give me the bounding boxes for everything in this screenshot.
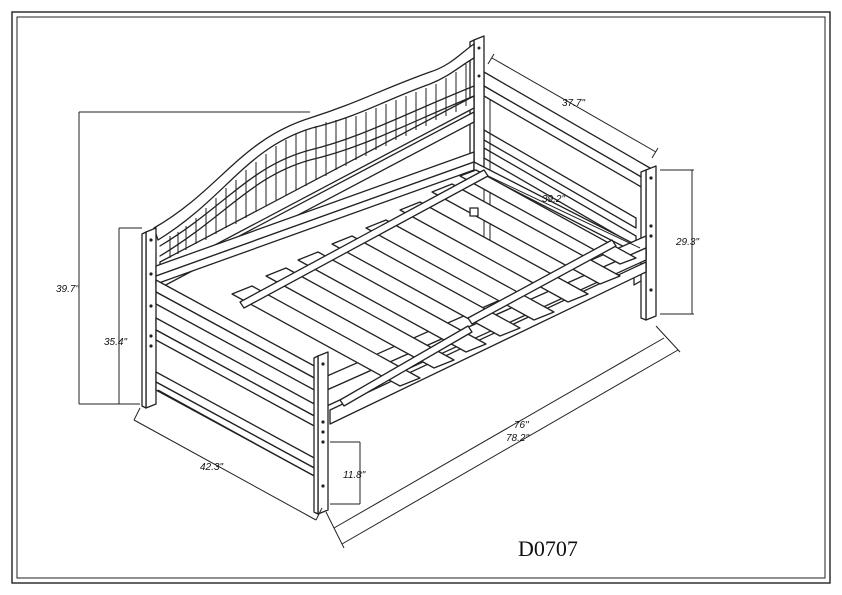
model-code: D0707 bbox=[518, 536, 578, 561]
inner-width-label: 39.2" bbox=[542, 194, 565, 205]
total-height-label: 39.7" bbox=[56, 284, 79, 295]
outer-border bbox=[11, 11, 831, 584]
bed-slats bbox=[231, 169, 637, 407]
backrest-slats bbox=[169, 64, 467, 258]
dimension-lines bbox=[78, 53, 694, 549]
back-post-height-label: 29.3" bbox=[675, 237, 699, 248]
inner-length-label: 76" bbox=[514, 420, 529, 431]
daybed-illustration bbox=[141, 35, 657, 515]
width-label: 42.3" bbox=[200, 462, 223, 473]
leg-height-label: 11.8" bbox=[343, 470, 366, 481]
bed-frame bbox=[155, 151, 647, 479]
back-left-post bbox=[141, 227, 157, 409]
inner-border bbox=[16, 16, 826, 579]
end-post-height-label: 35.4" bbox=[104, 337, 127, 348]
right-end-panel bbox=[483, 71, 657, 321]
outer-length-label: 78.2" bbox=[506, 433, 529, 444]
front-post bbox=[313, 351, 329, 515]
back-length-label: 37.7" bbox=[562, 98, 585, 109]
